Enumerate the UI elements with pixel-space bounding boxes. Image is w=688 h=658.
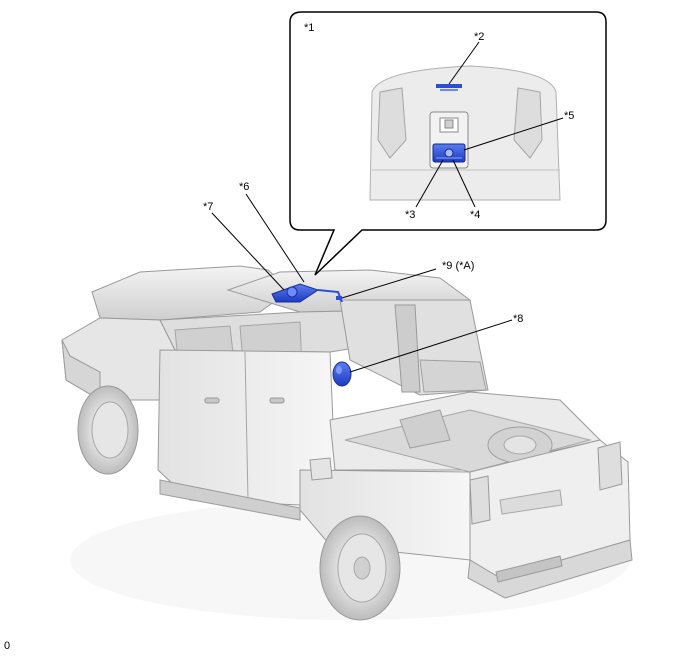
vehicle-illustration [61,265,633,621]
leader-lines [211,41,564,373]
callout-8: *8 [513,313,523,325]
callout-3: *3 [405,209,415,221]
roof-console-highlight [271,283,320,303]
callout-2: *2 [474,31,484,43]
callout-5: *5 [564,110,574,122]
callout-6: *6 [239,181,249,193]
detail-inset [289,11,607,276]
callout-1: *1 [304,22,314,34]
callout-7: *7 [203,201,213,213]
wire-highlight [317,289,343,303]
callout-labels: *1 *2 *3 *4 *5 *6 *7 *8 *9 (*A) [203,22,574,325]
figure-id: 0 [4,640,11,652]
pillar-module-highlight [332,361,352,387]
callout-9: *9 (*A) [442,260,474,272]
callout-4: *4 [470,209,480,221]
